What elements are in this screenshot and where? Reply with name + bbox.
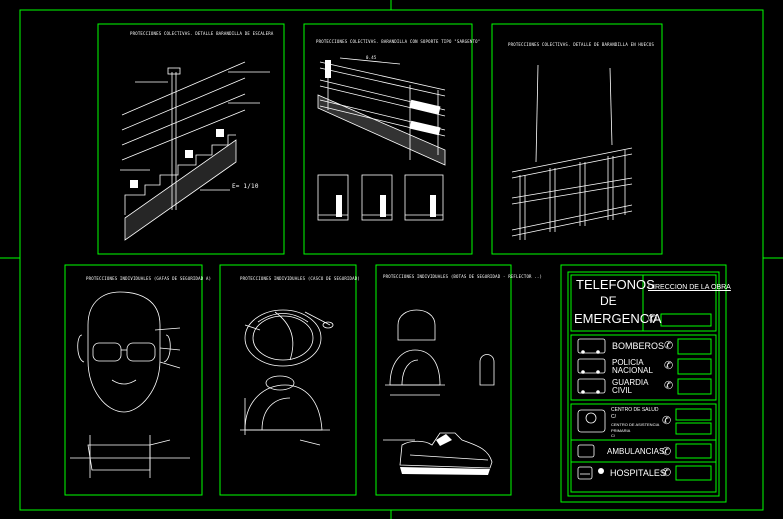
panel-4-frame — [64, 264, 203, 496]
phone-icon-policia: ✆ — [664, 359, 674, 372]
row-bomberos: BOMBEROS — [612, 341, 665, 351]
row-asist-3: C/ — [611, 433, 615, 438]
phone-icon-hospitales: ✆ — [662, 466, 672, 479]
emergency-title-3: EMERGENCIA — [574, 311, 662, 326]
panel-1-frame — [97, 23, 285, 255]
hospital-dot-icon — [598, 468, 604, 474]
panel-7-frame — [560, 264, 727, 503]
panel-2-dim: 0.45 — [366, 55, 377, 60]
goggles-drawing — [70, 291, 190, 478]
panel-6-frame — [375, 264, 512, 496]
sargento-railing-drawing — [317, 57, 446, 221]
sheet-border — [19, 9, 764, 511]
row-salud-1: CENTRO DE SALUD — [611, 407, 659, 413]
panel-2-frame — [303, 23, 473, 255]
row-guardia-1: GUARDIA — [612, 378, 649, 387]
emergency-title-2: DE — [600, 294, 617, 308]
health-center-icon — [577, 409, 606, 433]
panel-4-title: PROTECCIONES INDIVIDUALES (GAFAS DE SEGU… — [86, 276, 212, 281]
panel-5-title: PROTECCIONES INDIVIDUALES (CASCO DE SEGU… — [240, 276, 360, 281]
row-guardia-2: CIVIL — [612, 386, 633, 395]
row-asist-1: CENTRO DE ASISTENCIA — [611, 422, 660, 427]
phone-icon-guardia: ✆ — [664, 379, 674, 392]
hospital-bed-icon — [577, 466, 593, 480]
phone-icon-salud: ✆ — [662, 414, 672, 427]
emergency-icons — [577, 338, 606, 480]
stair-railing-drawing — [120, 61, 270, 241]
row-salud-2: C/ — [611, 414, 616, 420]
row-asist-2: PRIMARIA — [611, 428, 631, 433]
ambulance-icon — [577, 444, 595, 458]
police-car-icon — [577, 358, 606, 374]
panel-2-title: PROTECCIONES COLECTIVAS. BARANDILLA CON … — [316, 39, 481, 44]
fire-truck-icon — [577, 338, 606, 354]
phone-icon-address: ✆ — [648, 312, 658, 325]
row-policia-1: POLICIA — [612, 358, 644, 367]
emergency-title-1: TELEFONOS — [576, 277, 655, 292]
opening-railing-drawing — [511, 64, 633, 240]
boots-drawing — [383, 309, 495, 469]
address-label: DIRECCION DE LA OBRA — [648, 284, 731, 291]
panel-1-title: PROTECCIONES COLECTIVAS. DETALLE BARANDI… — [130, 31, 274, 36]
phone-icon-ambulancias: ✆ — [662, 445, 672, 458]
panel-5-frame — [219, 264, 357, 496]
panel-6-title: PROTECCIONES INDIVIDUALES (BOTAS DE SEGU… — [383, 274, 543, 279]
guard-car-icon — [577, 378, 606, 394]
row-hospitales: HOSPITALES — [610, 468, 666, 478]
panel-3-title: PROTECCIONES COLECTIVAS. DETALLE DE BARA… — [508, 42, 655, 47]
helmet-drawing — [240, 309, 334, 446]
panel-1-scale: E= 1/10 — [232, 183, 259, 190]
row-policia-2: NACIONAL — [612, 366, 653, 375]
phone-icon-bomberos: ✆ — [664, 339, 674, 352]
row-ambulancias: AMBULANCIAS — [607, 447, 665, 456]
panel-3-frame — [491, 23, 663, 255]
emergency-table-lines — [567, 271, 720, 497]
